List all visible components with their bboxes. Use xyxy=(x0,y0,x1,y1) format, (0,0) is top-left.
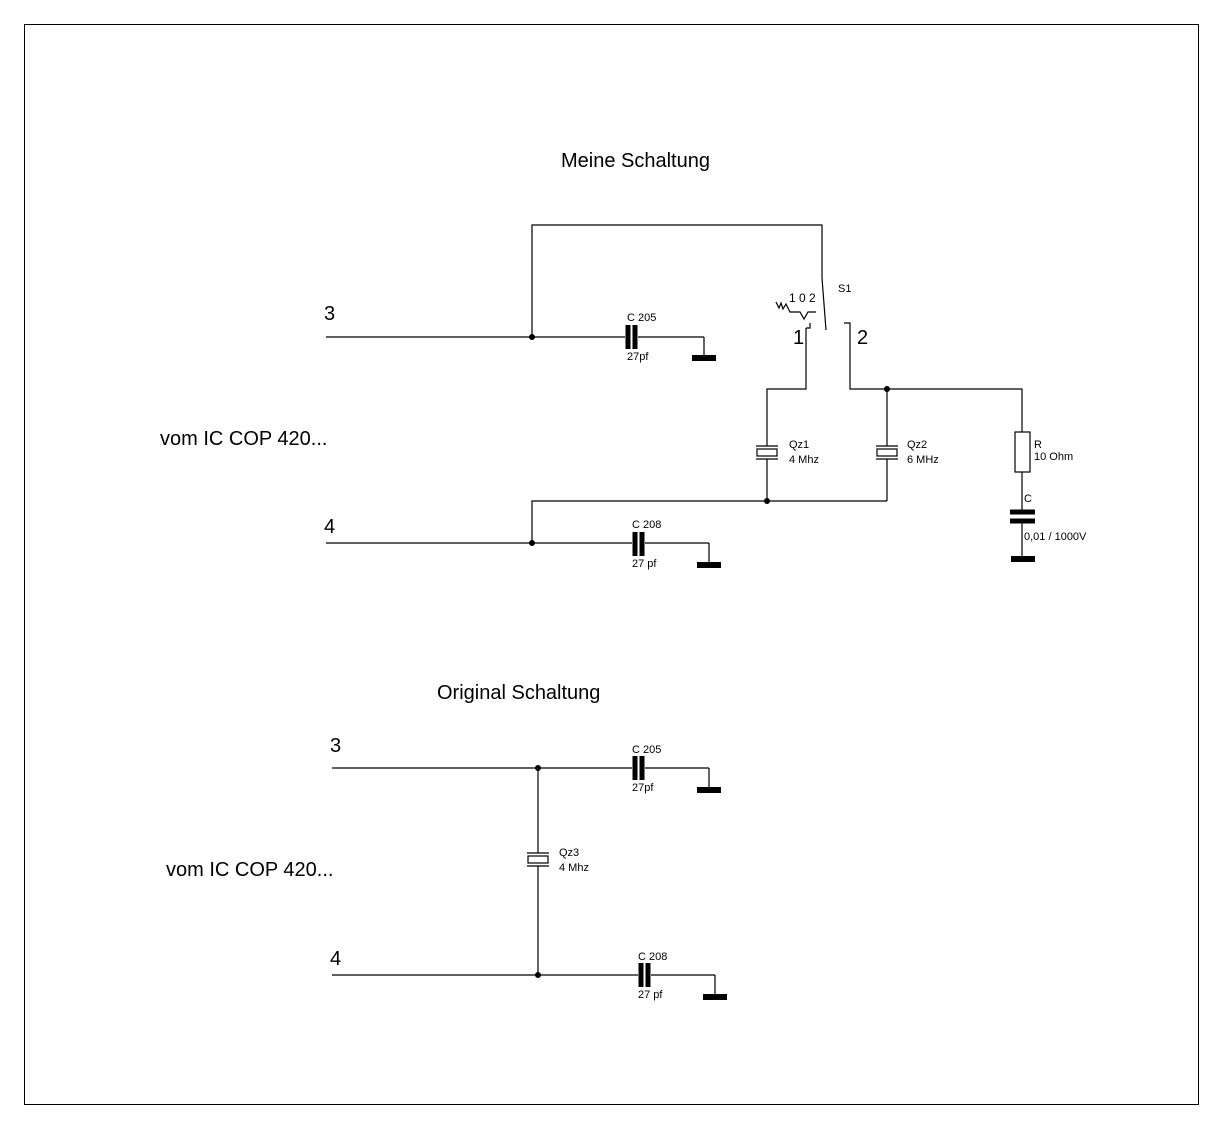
bottom-pin-4-label: 4 xyxy=(330,948,341,970)
junction-dot xyxy=(529,540,535,546)
top-wires xyxy=(326,224,1023,563)
bottom-capacitor-c208: C 208 27 pf xyxy=(638,951,727,1001)
diagram-frame xyxy=(24,24,1199,1105)
switch-contact-2-label: 2 xyxy=(857,327,868,349)
switch-contact-1 xyxy=(806,323,811,329)
bottom-capacitor-c205: C 205 27pf xyxy=(632,744,721,794)
top-c205-value: 27pf xyxy=(627,351,649,363)
junction-dot xyxy=(535,972,541,978)
ground-icon xyxy=(697,562,721,568)
resistor-r: R 10 Ohm xyxy=(1014,431,1073,473)
bottom-c205-value: 27pf xyxy=(632,782,654,794)
bottom-pin-3-label: 3 xyxy=(330,735,341,757)
crystal-qz3: Qz3 4 Mhz xyxy=(527,847,589,874)
resistor-value: 10 Ohm xyxy=(1034,451,1073,463)
junction-dot xyxy=(535,765,541,771)
top-title: Meine Schaltung xyxy=(561,150,710,172)
top-capacitor-c208: C 208 27 pf xyxy=(632,519,721,570)
resistor-name: R xyxy=(1034,439,1042,451)
bottom-c208-name: C 208 xyxy=(638,951,667,963)
top-capacitor-c205: C 205 27pf xyxy=(625,312,716,363)
top-circuit: Meine Schaltung 3 4 vom IC COP 420... xyxy=(160,150,1087,570)
capacitor-c-value: 0,01 / 1000V xyxy=(1024,531,1087,543)
switch-actuator-icon xyxy=(775,301,816,321)
top-c205-name: C 205 xyxy=(627,312,656,324)
switch-s1-name: S1 xyxy=(838,283,851,295)
qz3-name: Qz3 xyxy=(559,847,579,859)
qz2-name: Qz2 xyxy=(907,439,927,451)
qz1-name: Qz1 xyxy=(789,439,809,451)
switch-s1: S1 1 0 2 1 2 xyxy=(775,283,868,349)
bottom-wires xyxy=(332,767,716,995)
crystal-qz1: Qz1 4 Mhz xyxy=(756,439,819,466)
qz3-value: 4 Mhz xyxy=(559,862,589,874)
bottom-circuit: Original Schaltung 3 4 vom IC COP 420...… xyxy=(166,682,727,1001)
bottom-junctions xyxy=(535,765,541,978)
top-pin-3-label: 3 xyxy=(324,303,335,325)
bottom-title: Original Schaltung xyxy=(437,682,600,704)
top-junctions xyxy=(529,334,890,546)
junction-dot xyxy=(884,386,890,392)
capacitor-c-name: C xyxy=(1024,493,1032,505)
junction-dot xyxy=(529,334,535,340)
ground-icon xyxy=(703,994,727,1000)
top-c208-name: C 208 xyxy=(632,519,661,531)
top-c208-value: 27 pf xyxy=(632,558,657,570)
ground-icon xyxy=(697,787,721,793)
junction-dot xyxy=(764,498,770,504)
qz1-value: 4 Mhz xyxy=(789,454,819,466)
bottom-c208-value: 27 pf xyxy=(638,989,663,1001)
capacitor-c-snubber: C 0,01 / 1000V xyxy=(1010,493,1087,562)
bottom-source-label: vom IC COP 420... xyxy=(166,859,333,881)
switch-contact-1-label: 1 xyxy=(793,327,804,349)
top-source-label: vom IC COP 420... xyxy=(160,428,327,450)
switch-s1-positions: 1 0 2 xyxy=(789,291,816,305)
top-pin-4-label: 4 xyxy=(324,516,335,538)
qz2-value: 6 MHz xyxy=(907,454,939,466)
crystal-qz2: Qz2 6 MHz xyxy=(876,439,939,466)
ground-icon xyxy=(1011,556,1035,562)
ground-icon xyxy=(692,355,716,361)
bottom-c205-name: C 205 xyxy=(632,744,661,756)
